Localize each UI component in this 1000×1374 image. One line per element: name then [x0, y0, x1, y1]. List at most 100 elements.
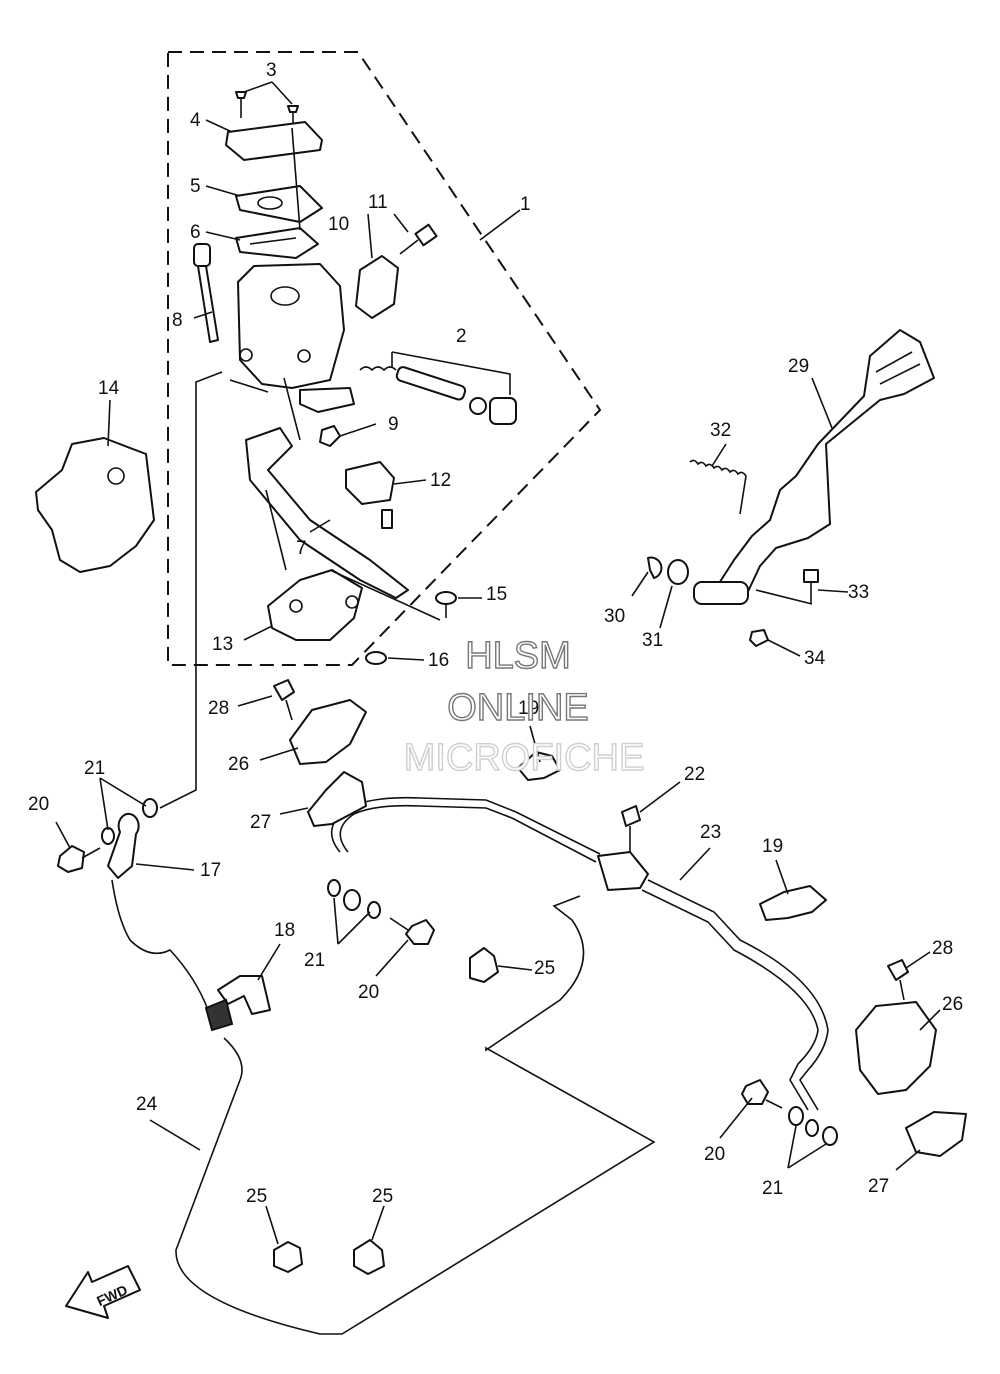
bolt-part-33[interactable]: [803, 569, 819, 604]
screw-part-3[interactable]: [235, 91, 299, 132]
callout-25-b: 25: [246, 1186, 267, 1207]
callout-4: 4: [190, 110, 201, 131]
callout-24: 24: [136, 1094, 158, 1115]
washer-part-21-d[interactable]: [367, 901, 381, 919]
washer-part-21-a[interactable]: [101, 827, 115, 845]
callout-13: 13: [212, 634, 233, 655]
callout-1: 1: [520, 194, 531, 215]
callout-leaders: [55, 81, 941, 1245]
watermark-line-3: MICROFICHE: [404, 737, 645, 779]
washer-part-21-f[interactable]: [822, 1126, 838, 1146]
clip-part-25-c[interactable]: [353, 1239, 385, 1275]
watermark: HLSM ONLINE MICROFICHE: [403, 634, 645, 779]
brake-pipe-part-24[interactable]: [175, 895, 656, 1335]
brake-lever-part-7[interactable]: [245, 427, 409, 599]
callout-26-b: 26: [942, 994, 963, 1015]
bolt-part-20-c[interactable]: [741, 1079, 783, 1109]
brake-pedal-part-29[interactable]: [715, 329, 935, 605]
diaphragm-plate-part-5[interactable]: [235, 185, 323, 223]
callout-29: 29: [788, 356, 809, 377]
callout-7: 7: [296, 538, 307, 559]
clamp-part-18[interactable]: [217, 975, 271, 1015]
callout-27-b: 27: [868, 1176, 889, 1197]
callout-32: 32: [710, 420, 731, 441]
callout-20-c: 20: [704, 1144, 725, 1165]
callout-30: 30: [604, 606, 625, 627]
holder-part-26-a[interactable]: [289, 699, 367, 765]
callout-34: 34: [804, 648, 826, 669]
bolt-part-28-b[interactable]: [887, 959, 909, 1001]
hoses-group: [57, 371, 838, 1335]
callout-18: 18: [274, 920, 295, 941]
watermark-line-1: HLSM: [465, 635, 571, 677]
holder-part-27-b[interactable]: [905, 1111, 967, 1157]
brake-pedal-group: [647, 329, 935, 647]
callout-22: 22: [684, 764, 705, 785]
watermark-line-2: ONLINE: [447, 687, 588, 729]
bolt-part-20-b[interactable]: [389, 917, 435, 945]
nut-part-9[interactable]: [319, 425, 341, 447]
bolt-part-11[interactable]: [399, 223, 438, 255]
brake-hose-upper[interactable]: [330, 796, 601, 855]
callout-3: 3: [266, 60, 277, 81]
callout-25-a: 25: [534, 958, 555, 979]
callout-28-b: 28: [932, 938, 953, 959]
washer-part-21-b[interactable]: [142, 798, 158, 818]
washer-part-21-e[interactable]: [788, 1106, 804, 1126]
callout-8: 8: [172, 310, 183, 331]
banjo-part-17[interactable]: [107, 812, 140, 879]
switch-part-12[interactable]: [345, 461, 395, 529]
callout-27-a: 27: [250, 812, 271, 833]
holder-group-right: [855, 959, 967, 1157]
cover-part-14[interactable]: [35, 437, 155, 573]
clip-part-25-a[interactable]: [469, 947, 499, 983]
callout-21-c: 21: [762, 1178, 783, 1199]
clamp-part-19-b[interactable]: [759, 885, 827, 921]
callout-20-a: 20: [28, 794, 49, 815]
callout-12: 12: [430, 470, 451, 491]
callout-33: 33: [848, 582, 869, 603]
clip-part-25-b[interactable]: [273, 1241, 303, 1273]
callout-19-a: 19: [518, 698, 539, 719]
bolt-part-8[interactable]: [193, 243, 219, 343]
spring-part-32[interactable]: [689, 459, 747, 515]
callout-9: 9: [388, 414, 399, 435]
master-cylinder-group: [193, 91, 517, 665]
callout-26-a: 26: [228, 754, 249, 775]
assembly-boundary: [167, 51, 602, 666]
bolt-part-20-a[interactable]: [57, 845, 101, 873]
master-cylinder-body[interactable]: [237, 263, 345, 389]
holder-part-10[interactable]: [355, 255, 399, 319]
nut-part-16[interactable]: [365, 651, 387, 665]
callout-21-b: 21: [304, 950, 325, 971]
brake-hose-part-23[interactable]: [647, 879, 829, 1111]
holder-part-26-b[interactable]: [855, 1001, 937, 1095]
clamp-part-19-a[interactable]: [517, 751, 561, 781]
holder-part-27-a[interactable]: [307, 771, 367, 827]
callout-labels: 1 2 3 4 5 6 7 8 9 10 11 12 13 14 15 16 1…: [28, 60, 963, 1207]
diaphragm-part-6[interactable]: [235, 227, 319, 259]
washer-part-31[interactable]: [667, 559, 689, 585]
pin-part-15[interactable]: [435, 591, 457, 618]
pipe-joint-part-24: [204, 998, 234, 1032]
callout-15: 15: [486, 584, 507, 605]
callout-17: 17: [200, 860, 221, 881]
nut-part-34[interactable]: [749, 629, 769, 647]
reservoir-cap-part-4[interactable]: [225, 121, 323, 161]
callout-2: 2: [456, 326, 467, 347]
callout-5: 5: [190, 176, 201, 197]
callout-28-a: 28: [208, 698, 229, 719]
callout-16: 16: [428, 650, 449, 671]
piston-kit-part-2[interactable]: [359, 351, 517, 425]
washer-part-21-c[interactable]: [343, 889, 361, 911]
callout-20-b: 20: [358, 982, 379, 1003]
clip-part-30[interactable]: [647, 556, 663, 579]
callout-10: 10: [328, 214, 349, 235]
bolt-part-28-a[interactable]: [273, 679, 295, 721]
fwd-arrow-icon: FWD: [65, 1265, 141, 1319]
bolt-part-22[interactable]: [621, 805, 641, 852]
callout-25-c: 25: [372, 1186, 393, 1207]
lever-holder-part-13[interactable]: [267, 569, 363, 641]
callout-21-a: 21: [84, 758, 105, 779]
